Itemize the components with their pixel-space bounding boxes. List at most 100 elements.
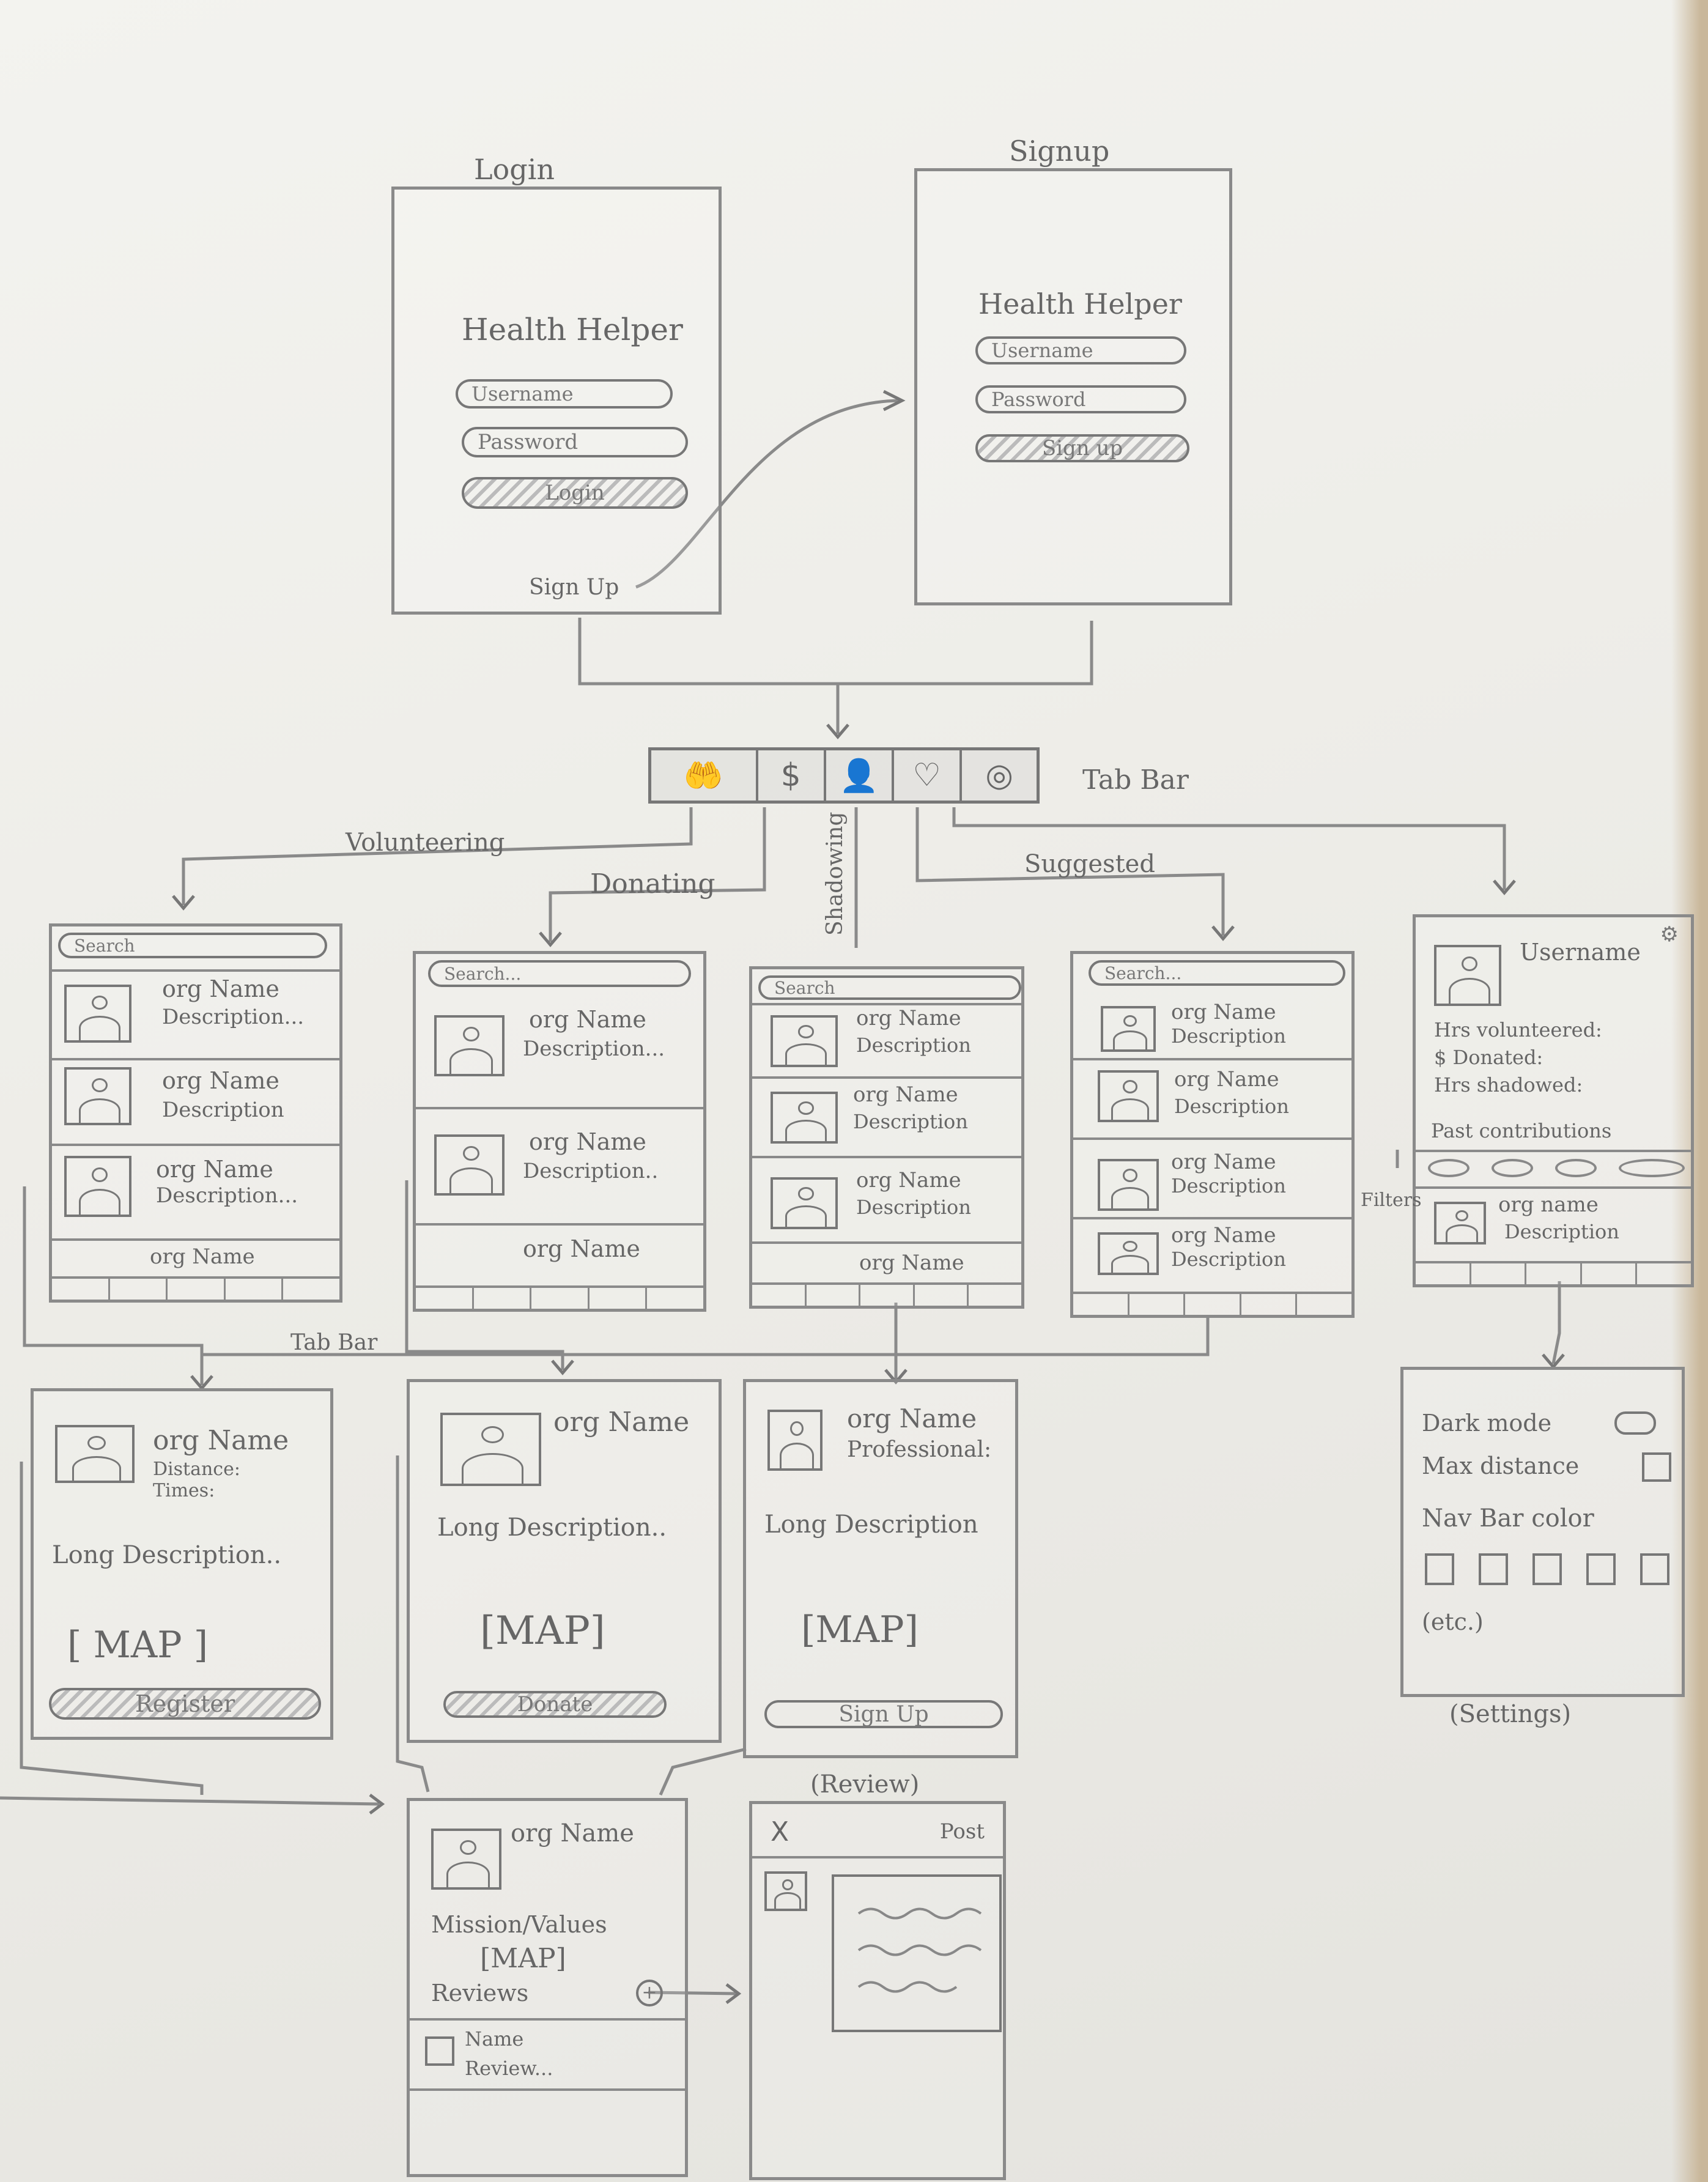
search-input[interactable]: Search bbox=[58, 933, 327, 958]
org-name[interactable]: org Name bbox=[523, 1235, 640, 1262]
dark-mode-toggle[interactable] bbox=[1614, 1411, 1656, 1435]
times-label: Times: bbox=[153, 1480, 215, 1501]
hand-heart-icon[interactable]: 🤲 bbox=[651, 750, 758, 801]
bottom-tab-bar bbox=[52, 1276, 339, 1300]
org-name: org Name bbox=[553, 1407, 690, 1438]
org-name[interactable]: org Name bbox=[1171, 1223, 1276, 1248]
reviewer-name: Name bbox=[465, 2027, 524, 2051]
org-name[interactable]: org Name bbox=[859, 1251, 964, 1275]
post-button[interactable]: Post bbox=[939, 1819, 985, 1844]
review-text: Review... bbox=[465, 2057, 553, 2080]
org-description: Description bbox=[1171, 1248, 1286, 1271]
search-input[interactable]: Search... bbox=[1089, 960, 1345, 986]
org-name[interactable]: org Name bbox=[1174, 1067, 1279, 1092]
color-swatches[interactable] bbox=[1425, 1553, 1669, 1585]
org-image bbox=[771, 1092, 838, 1144]
search-input[interactable]: Search... bbox=[428, 960, 691, 987]
org-image bbox=[440, 1413, 541, 1486]
professional-label: Professional: bbox=[847, 1437, 992, 1462]
signup-link[interactable]: Sign Up bbox=[529, 575, 619, 600]
donated-amount: $ Donated: bbox=[1434, 1046, 1543, 1069]
org-name[interactable]: org Name bbox=[529, 1128, 646, 1155]
org-name[interactable]: org Name bbox=[156, 1156, 273, 1183]
max-distance-checkbox[interactable] bbox=[1642, 1452, 1671, 1482]
signup-username-input[interactable]: Username bbox=[975, 336, 1186, 364]
org-name[interactable]: org Name bbox=[856, 1006, 961, 1030]
signup-app-name: Health Helper bbox=[978, 287, 1182, 320]
signup-title: Signup bbox=[1009, 135, 1110, 168]
org-description: Description bbox=[1171, 1024, 1286, 1048]
volunteering-label: Volunteering bbox=[346, 829, 505, 857]
dollar-icon[interactable]: $ bbox=[758, 750, 826, 801]
org-name[interactable]: org Name bbox=[529, 1006, 646, 1033]
map-placeholder[interactable]: [MAP] bbox=[480, 1608, 605, 1654]
shadow-signup-button[interactable]: Sign Up bbox=[764, 1700, 1003, 1728]
org-name: org Name bbox=[153, 1425, 289, 1456]
filter-chips[interactable] bbox=[1428, 1159, 1685, 1177]
org-name[interactable]: org Name bbox=[150, 1244, 255, 1269]
org-image bbox=[64, 985, 131, 1043]
register-button[interactable]: Register bbox=[49, 1688, 321, 1720]
settings-caption: (Settings) bbox=[1449, 1700, 1572, 1728]
search-input[interactable]: Search bbox=[758, 975, 1021, 1000]
org-name[interactable]: org Name bbox=[162, 1067, 279, 1094]
org-name[interactable]: org Name bbox=[853, 1082, 958, 1107]
bottom-tab-bar bbox=[1073, 1292, 1351, 1315]
signup-button[interactable]: Sign up bbox=[975, 434, 1189, 462]
profile-screen: ⚙ Username Hrs volunteered: $ Donated: H… bbox=[1413, 914, 1694, 1287]
org-name[interactable]: org Name bbox=[856, 1168, 961, 1193]
max-distance-label: Max distance bbox=[1422, 1452, 1580, 1479]
etc-label: (etc.) bbox=[1422, 1608, 1484, 1635]
close-icon[interactable]: X bbox=[771, 1816, 789, 1847]
org-image bbox=[431, 1829, 501, 1890]
suggested-list-screen: Search... org Name Description org Name … bbox=[1070, 951, 1355, 1318]
org-description: Description bbox=[856, 1034, 971, 1057]
past-contributions-heading: Past contributions bbox=[1431, 1119, 1612, 1142]
shadow-detail-screen: org Name Professional: Long Description … bbox=[743, 1379, 1018, 1758]
reviews-heading: Reviews bbox=[431, 1980, 529, 2006]
org-name[interactable]: org Name bbox=[1171, 1150, 1276, 1174]
org-name[interactable]: org Name bbox=[162, 975, 279, 1002]
donate-button[interactable]: Donate bbox=[443, 1691, 667, 1718]
org-image bbox=[64, 1156, 131, 1217]
mission-values: Mission/Values bbox=[431, 1911, 607, 1938]
bottom-tab-bar bbox=[1416, 1261, 1691, 1284]
heart-icon[interactable]: ♡ bbox=[894, 750, 963, 801]
tab-bar: 🤲 $ 👤 ♡ ◎ bbox=[648, 747, 1040, 804]
map-placeholder[interactable]: [MAP] bbox=[801, 1608, 919, 1651]
review-textarea[interactable] bbox=[832, 1874, 1002, 2032]
org-description: Description bbox=[162, 1098, 284, 1122]
org-description: Description... bbox=[156, 1183, 298, 1208]
org-name: org Name bbox=[511, 1819, 634, 1847]
org-name[interactable]: org Name bbox=[1171, 1000, 1276, 1024]
login-title: Login bbox=[474, 153, 555, 186]
username-input[interactable]: Username bbox=[456, 379, 673, 409]
add-review-icon[interactable]: + bbox=[636, 1980, 663, 2006]
signup-password-input[interactable]: Password bbox=[975, 385, 1186, 413]
volunteer-detail-screen: org Name Distance: Times: Long Descripti… bbox=[31, 1388, 333, 1740]
org-image bbox=[1101, 1006, 1156, 1052]
bottom-tab-bar bbox=[416, 1285, 703, 1309]
org-description: Description.. bbox=[523, 1159, 659, 1183]
filters-label: Filters bbox=[1361, 1189, 1422, 1211]
org-image bbox=[55, 1425, 135, 1483]
map-placeholder[interactable]: [ MAP ] bbox=[67, 1624, 209, 1666]
org-name: org Name bbox=[847, 1404, 977, 1433]
hrs-volunteered: Hrs volunteered: bbox=[1434, 1018, 1602, 1041]
dark-mode-label: Dark mode bbox=[1422, 1410, 1552, 1437]
map-placeholder[interactable]: [MAP] bbox=[480, 1943, 566, 1974]
gear-icon[interactable]: ⚙ bbox=[1660, 922, 1679, 947]
profile-username: Username bbox=[1520, 939, 1641, 966]
password-input[interactable]: Password bbox=[462, 427, 688, 457]
volunteering-list-screen: Search org Name Description... org Name … bbox=[49, 923, 342, 1303]
org-name[interactable]: org name bbox=[1498, 1193, 1599, 1217]
profile-icon[interactable]: ◎ bbox=[985, 757, 1013, 794]
suggested-label: Suggested bbox=[1024, 850, 1155, 878]
settings-screen: Dark mode Max distance Nav Bar color (et… bbox=[1400, 1367, 1685, 1697]
login-button[interactable]: Login bbox=[462, 477, 688, 509]
org-description: Description bbox=[856, 1196, 971, 1219]
org-description: Description... bbox=[162, 1005, 305, 1029]
shadowing-label: Shadowing bbox=[823, 812, 848, 936]
shadow-person-icon[interactable]: 👤 bbox=[826, 750, 894, 801]
